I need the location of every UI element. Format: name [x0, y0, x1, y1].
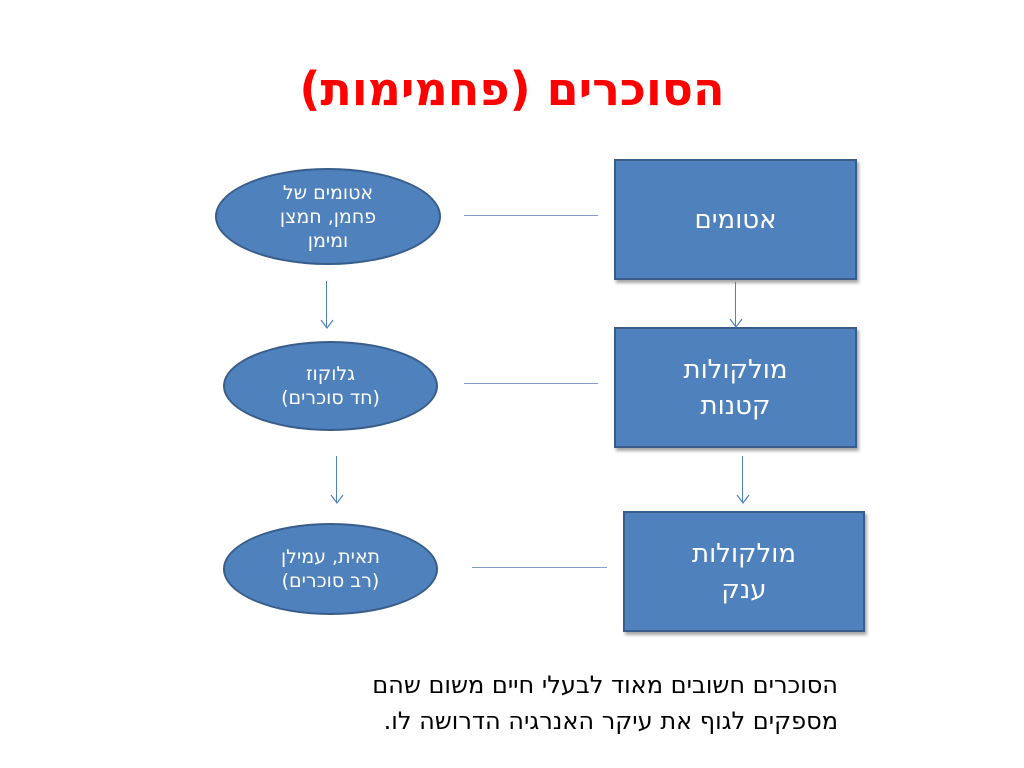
arrow-atoms-detail-to-glucose: [320, 281, 334, 329]
box-macromolecules-label: מולקולות ענק: [692, 538, 796, 605]
box-macromolecules: מולקולות ענק: [623, 511, 865, 632]
box-atoms: אטומים: [614, 159, 857, 280]
arrow-atoms-to-small: [729, 282, 743, 328]
connector-macromolecules: [472, 567, 607, 568]
connector-small-molecules: [464, 383, 598, 384]
oval-atoms-detail: אטומים של פחמן, חמצן ומימן: [215, 168, 441, 265]
footer-line-2: מספקים לגוף את עיקר האנרגיה הדרושה לו.: [383, 707, 838, 735]
arrow-glucose-to-starch: [330, 456, 344, 504]
oval-glucose: גלוקוז (חד סוכרים): [223, 341, 438, 431]
slide-title: הסוכרים (פחמימות): [299, 62, 725, 116]
box-small-molecules: מולקולות קטנות: [614, 327, 857, 448]
oval-atoms-detail-label: אטומים של פחמן, חמצן ומימן: [279, 181, 377, 252]
arrow-small-to-macro: [736, 456, 750, 504]
oval-starch: תאית, עמילן (רב סוכרים): [223, 523, 438, 615]
footer-line-1: הסוכרים חשובים מאוד לבעלי חיים משום שהם: [372, 671, 838, 699]
connector-atoms: [464, 215, 598, 216]
footer-text: הסוכרים חשובים מאוד לבעלי חיים משום שהם …: [198, 667, 838, 739]
oval-glucose-label: גלוקוז (חד סוכרים): [281, 363, 380, 409]
box-atoms-label: אטומים: [694, 204, 777, 235]
box-small-molecules-label: מולקולות קטנות: [683, 354, 788, 421]
oval-starch-label: תאית, עמילן (רב סוכרים): [280, 546, 381, 592]
